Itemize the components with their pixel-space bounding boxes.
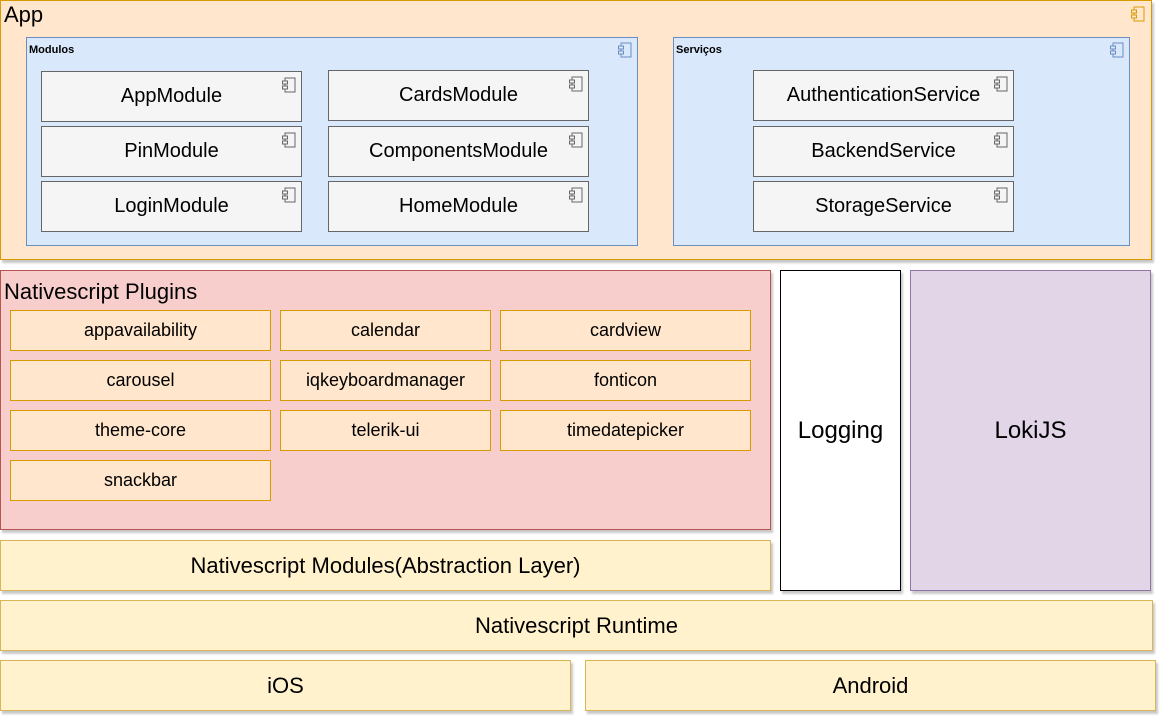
module-box-loginmodule[interactable]: LoginModule bbox=[41, 181, 302, 232]
plugins-container: Nativescript Plugins appavailability cal… bbox=[0, 270, 771, 530]
module-label: CardsModule bbox=[399, 84, 518, 106]
plugin-appavailability[interactable]: appavailability bbox=[10, 310, 271, 351]
component-icon bbox=[569, 132, 583, 148]
module-label: PinModule bbox=[124, 140, 219, 162]
plugin-label: appavailability bbox=[83, 320, 198, 340]
plugin-label: fonticon bbox=[593, 370, 658, 390]
runtime-layer-label: Nativescript Runtime bbox=[475, 612, 678, 638]
plugin-telerik-ui[interactable]: telerik-ui bbox=[280, 410, 491, 451]
modules-layer[interactable]: Nativescript Modules(Abstraction Layer) bbox=[0, 540, 771, 591]
servicos-title: Serviços bbox=[676, 44, 722, 56]
ios-layer-label: iOS bbox=[267, 672, 304, 698]
module-label: ComponentsModule bbox=[369, 140, 548, 162]
service-label: BackendService bbox=[811, 140, 956, 162]
logging-box[interactable]: Logging bbox=[780, 270, 901, 591]
plugin-carousel[interactable]: carousel bbox=[10, 360, 271, 401]
plugin-label: carousel bbox=[106, 370, 175, 390]
service-box-backendservice[interactable]: BackendService bbox=[753, 126, 1014, 177]
service-box-storageservice[interactable]: StorageService bbox=[753, 181, 1014, 232]
component-icon bbox=[569, 187, 583, 203]
service-box-authenticationservice[interactable]: AuthenticationService bbox=[753, 70, 1014, 121]
component-icon bbox=[994, 132, 1008, 148]
module-label: LoginModule bbox=[114, 195, 229, 217]
app-title: App bbox=[4, 2, 44, 27]
module-label: HomeModule bbox=[399, 195, 518, 217]
plugin-label: telerik-ui bbox=[351, 420, 420, 440]
lokijs-box[interactable]: LokiJS bbox=[910, 270, 1151, 591]
plugin-timedatepicker[interactable]: timedatepicker bbox=[500, 410, 751, 451]
module-box-componentsmodule[interactable]: ComponentsModule bbox=[328, 126, 589, 177]
component-icon bbox=[618, 42, 632, 58]
component-icon bbox=[282, 77, 296, 93]
plugin-label: iqkeyboardmanager bbox=[305, 370, 466, 390]
ios-layer[interactable]: iOS bbox=[0, 660, 571, 711]
android-layer[interactable]: Android bbox=[585, 660, 1156, 711]
logging-label: Logging bbox=[797, 416, 884, 444]
plugin-label: calendar bbox=[350, 320, 421, 340]
component-icon bbox=[1131, 6, 1145, 22]
component-icon bbox=[1110, 42, 1124, 58]
plugin-iqkeyboardmanager[interactable]: iqkeyboardmanager bbox=[280, 360, 491, 401]
runtime-layer[interactable]: Nativescript Runtime bbox=[0, 600, 1153, 651]
plugin-cardview[interactable]: cardview bbox=[500, 310, 751, 351]
component-icon bbox=[282, 132, 296, 148]
plugin-theme-core[interactable]: theme-core bbox=[10, 410, 271, 451]
plugin-snackbar[interactable]: snackbar bbox=[10, 460, 271, 501]
module-box-appmodule[interactable]: AppModule bbox=[41, 71, 302, 122]
plugin-label: timedatepicker bbox=[566, 420, 685, 440]
modules-layer-label: Nativescript Modules(Abstraction Layer) bbox=[190, 552, 581, 578]
android-layer-label: Android bbox=[832, 672, 909, 698]
module-box-homemodule[interactable]: HomeModule bbox=[328, 181, 589, 232]
plugin-calendar[interactable]: calendar bbox=[280, 310, 491, 351]
app-container: App Modulos AppModule CardsModule PinMod… bbox=[0, 0, 1152, 260]
plugin-fonticon[interactable]: fonticon bbox=[500, 360, 751, 401]
plugin-label: theme-core bbox=[94, 420, 187, 440]
plugins-title: Nativescript Plugins bbox=[4, 279, 198, 304]
component-icon bbox=[994, 76, 1008, 92]
service-label: StorageService bbox=[815, 195, 952, 217]
component-icon bbox=[994, 187, 1008, 203]
servicos-group: Serviços AuthenticationService BackendSe… bbox=[673, 37, 1130, 246]
service-label: AuthenticationService bbox=[786, 84, 981, 106]
plugin-label: snackbar bbox=[103, 470, 178, 490]
component-icon bbox=[569, 76, 583, 92]
module-label: AppModule bbox=[120, 85, 223, 107]
module-box-pinmodule[interactable]: PinModule bbox=[41, 126, 302, 177]
lokijs-label: LokiJS bbox=[994, 416, 1067, 444]
module-box-cardsmodule[interactable]: CardsModule bbox=[328, 70, 589, 121]
plugin-label: cardview bbox=[589, 320, 662, 340]
modulos-title: Modulos bbox=[29, 44, 75, 56]
modulos-group: Modulos AppModule CardsModule PinModule … bbox=[26, 37, 638, 246]
component-icon bbox=[282, 187, 296, 203]
